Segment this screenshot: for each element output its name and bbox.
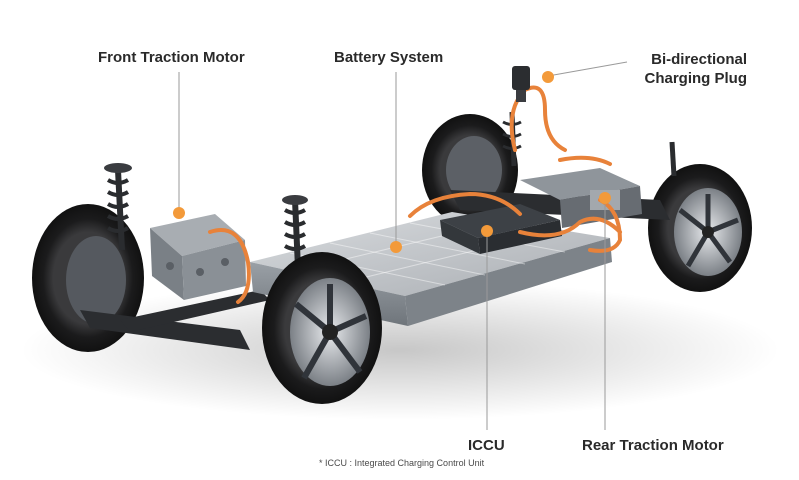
label-bidirectional-charging-plug: Bi-directional Charging Plug [645,50,748,88]
leader-lines [178,61,628,430]
marker-battery [390,241,402,253]
hv-cables [208,85,623,304]
markers [173,71,611,253]
marker-iccu [481,225,493,237]
rear-strut [502,111,677,177]
front-left-strut [104,163,132,251]
label-bidir-line1: Bi-directional [651,51,747,68]
label-front-traction-motor: Front Traction Motor [98,49,245,66]
label-rear-traction-motor: Rear Traction Motor [582,437,724,454]
rear-right-wheel [648,164,752,292]
front-motor-unit [150,214,246,300]
footnote: * ICCU : Integrated Charging Control Uni… [319,458,485,468]
iccu-unit [440,204,562,254]
label-battery-system: Battery System [334,49,444,66]
marker-bidir [542,71,554,83]
charging-plug [512,66,530,102]
leader-bidir [547,61,628,77]
label-bidir-line2: Charging Plug [644,70,748,87]
front-right-strut [282,195,308,269]
front-right-wheel [262,252,382,404]
ground-shadow [20,280,780,420]
marker-front-motor [173,207,185,219]
label-iccu: ICCU [468,437,505,454]
marker-rear-motor [599,192,611,204]
